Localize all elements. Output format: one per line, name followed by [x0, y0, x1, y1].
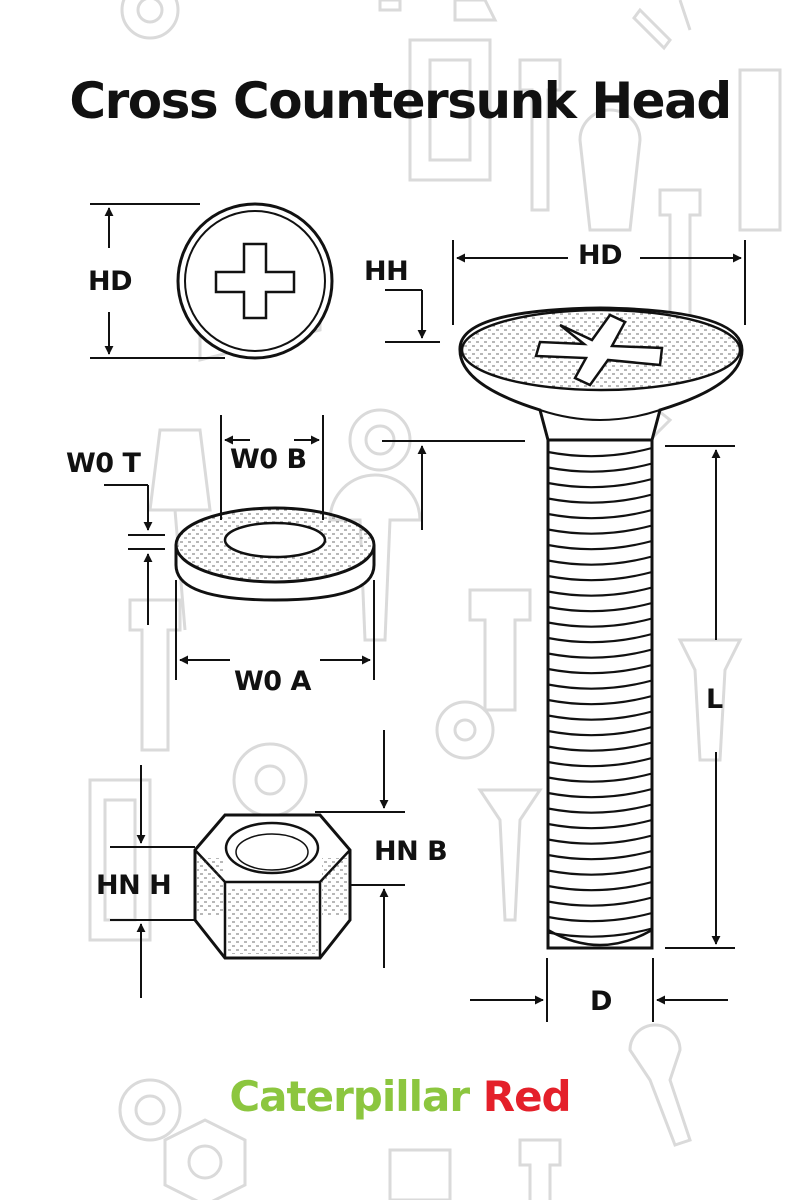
label-head-diameter-top: HD: [88, 266, 133, 297]
thread-line: [547, 555, 653, 566]
bg-screw-icon: [628, 1023, 692, 1147]
countersunk-screw: [382, 240, 746, 1022]
brand-word-1: Caterpillar: [229, 1072, 470, 1121]
thread-line: [547, 896, 653, 907]
bg-bolt-icon: [378, 0, 498, 22]
screw-threads: [547, 446, 653, 938]
bg-target-icon: [118, 1078, 182, 1142]
thread-line: [547, 508, 653, 520]
bg-screw-icon: [518, 58, 562, 212]
bg-screw-icon: [468, 588, 532, 712]
thread-line: [547, 462, 653, 473]
label-washer-outer-diameter: W0 A: [234, 666, 311, 697]
thread-line: [547, 446, 653, 458]
thread-line: [547, 570, 653, 582]
thread-line: [547, 741, 653, 752]
label-washer-thickness: W0 T: [66, 448, 141, 479]
thread-line: [547, 648, 653, 659]
label-nut-width: HN B: [374, 836, 448, 867]
phillips-cross-icon: [214, 242, 296, 320]
thread-line: [547, 524, 653, 535]
bg-screw-icon: [518, 1138, 562, 1204]
thread-line: [547, 772, 653, 783]
label-head-height: HH: [364, 256, 409, 287]
label-washer-inner-diameter: W0 B: [230, 444, 307, 475]
hex-nut: [110, 730, 405, 998]
label-screw-length: L: [706, 684, 723, 715]
thread-line: [547, 865, 653, 876]
thread-line: [547, 710, 653, 721]
thread-line: [547, 601, 653, 613]
bg-hinge-icon: [738, 68, 782, 232]
thread-line: [547, 679, 653, 690]
bg-screw-icon: [632, 0, 692, 51]
phillips-recess-icon: [534, 313, 664, 387]
label-screw-diameter: D: [590, 986, 612, 1017]
thread-line: [547, 849, 653, 861]
thread-line: [547, 663, 653, 675]
label-nut-height: HN H: [96, 870, 172, 901]
washer: [104, 415, 376, 680]
bg-hinge-icon: [388, 1148, 452, 1202]
thread-line: [547, 477, 653, 489]
brand-logo: Caterpillar Red: [0, 1072, 800, 1121]
thread-line: [547, 911, 653, 923]
thread-line: [547, 617, 653, 628]
bg-washer-icon: [232, 742, 308, 818]
thread-line: [547, 880, 653, 892]
bg-countersunk-icon: [477, 788, 543, 922]
bg-dome-screw-icon: [578, 108, 642, 232]
nut-hole: [224, 821, 320, 875]
screw-head-top-view: [90, 202, 334, 360]
washer-hole: [223, 521, 327, 559]
bg-round-screw-icon: [328, 473, 422, 642]
background-icons: [88, 0, 782, 1204]
thread-line: [547, 586, 653, 597]
thread-line: [547, 632, 653, 644]
screw-shank: [546, 438, 654, 950]
thread-line: [547, 834, 653, 845]
bg-countersunk-icon: [677, 638, 743, 762]
bg-screw-icon: [128, 598, 182, 752]
thread-line: [547, 787, 653, 799]
thread-line: [547, 756, 653, 768]
bg-hinge-icon: [408, 38, 492, 182]
bg-nut-icon: [163, 1118, 247, 1204]
thread-line: [547, 725, 653, 737]
bg-washer-icon: [435, 700, 495, 760]
page-title: Cross Countersunk Head: [69, 72, 732, 130]
label-head-diameter: HD: [578, 240, 623, 271]
brand-word-2: Red: [482, 1072, 572, 1121]
thread-line: [547, 493, 653, 504]
thread-line: [547, 694, 653, 706]
thread-line: [547, 818, 653, 830]
bg-washer-icon: [120, 0, 180, 40]
thread-line: [547, 803, 653, 814]
thread-line: [547, 539, 653, 551]
